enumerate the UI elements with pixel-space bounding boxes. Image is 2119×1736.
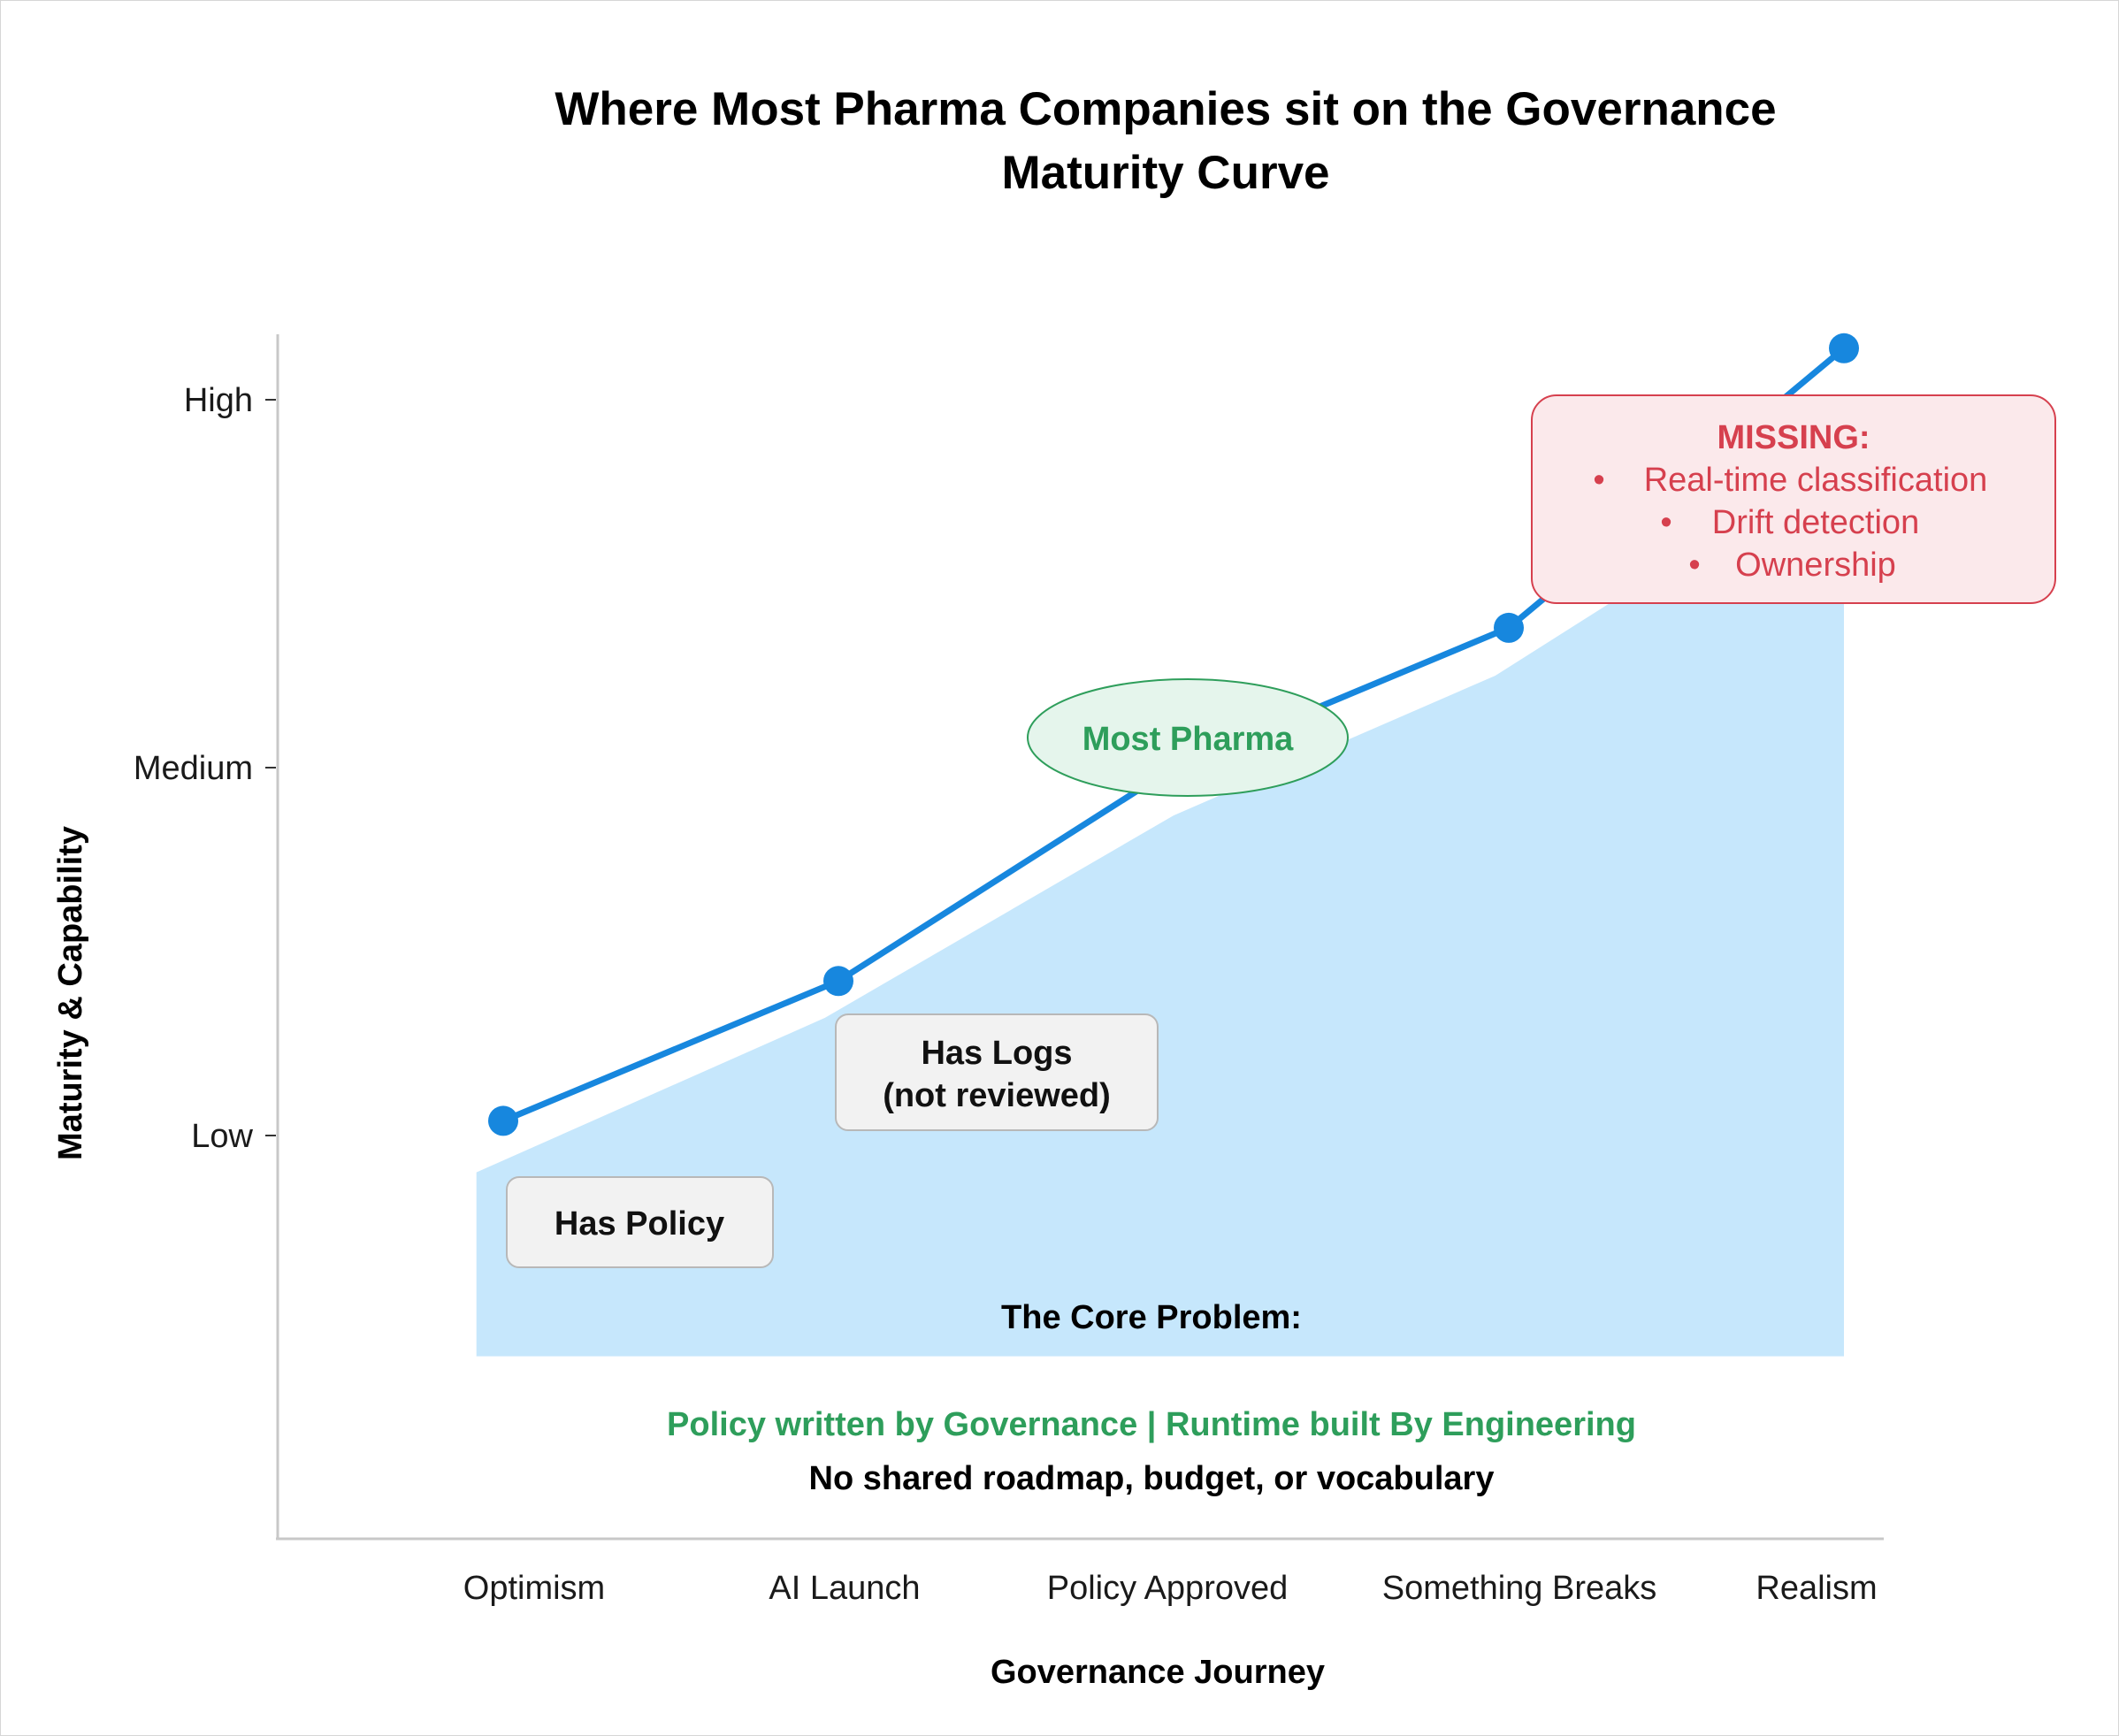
x-tick-label-something-breaks: Something Breaks — [1382, 1570, 1657, 1607]
x-axis-tick-labels: Optimism AI Launch Policy Approved Somet… — [463, 1570, 1878, 1607]
y-axis-title: Maturity & Capability — [52, 826, 89, 1160]
missing-bullet-3: • — [1688, 547, 1700, 584]
no-shared-roadmap-text: No shared roadmap, budget, or vocabulary — [809, 1460, 1495, 1497]
has-logs-label-line-1: Has Logs — [921, 1035, 1072, 1072]
chart-title-line-2: Maturity Curve — [1001, 147, 1329, 199]
x-tick-label-optimism: Optimism — [463, 1570, 605, 1607]
y-tick-label-high: High — [184, 382, 253, 419]
series-marker-ai-launch — [823, 966, 853, 997]
has-logs-box — [835, 1013, 1159, 1131]
series-marker-optimism — [488, 1105, 518, 1136]
series-marker-something-breaks — [1494, 612, 1524, 643]
has-logs-annotation: Has Logs (not reviewed) — [835, 1013, 1159, 1131]
chart-title-line-1: Where Most Pharma Companies sit on the G… — [555, 83, 1776, 135]
has-policy-box — [506, 1176, 774, 1268]
core-problem-label: The Core Problem: — [1001, 1299, 1302, 1336]
has-policy-label: Has Policy — [555, 1205, 724, 1243]
missing-box — [1531, 394, 2056, 604]
x-tick-label-realism: Realism — [1756, 1570, 1877, 1607]
x-tick-label-policy-approved: Policy Approved — [1047, 1570, 1289, 1607]
has-logs-label-line-2: (not reviewed) — [883, 1077, 1111, 1114]
most-pharma-ellipse — [1027, 678, 1349, 797]
missing-bullet-1: • — [1593, 462, 1604, 499]
series-marker-realism — [1829, 333, 1859, 363]
y-tick-label-low: Low — [191, 1118, 253, 1155]
x-axis-title: Governance Journey — [991, 1654, 1325, 1691]
missing-annotation: MISSING: • Real-time classification • Dr… — [1531, 394, 2056, 604]
missing-item-real-time-classification: Real-time classification — [1644, 462, 1988, 499]
y-tick-label-medium: Medium — [134, 750, 253, 787]
x-tick-label-ai-launch: AI Launch — [769, 1570, 920, 1607]
missing-heading: MISSING: — [1717, 419, 1870, 456]
most-pharma-label: Most Pharma — [1082, 721, 1294, 758]
missing-item-ownership: Ownership — [1735, 547, 1896, 584]
y-axis-ticks: Low Medium High — [134, 382, 276, 1155]
most-pharma-annotation: Most Pharma — [1027, 678, 1349, 797]
missing-bullet-2: • — [1660, 504, 1671, 541]
missing-item-drift-detection: Drift detection — [1712, 504, 1919, 541]
policy-vs-runtime-text: Policy written by Governance | Runtime b… — [667, 1406, 1636, 1443]
has-policy-annotation: Has Policy — [506, 1176, 774, 1268]
area-fill — [476, 455, 1845, 1357]
series-markers — [488, 333, 1859, 1136]
